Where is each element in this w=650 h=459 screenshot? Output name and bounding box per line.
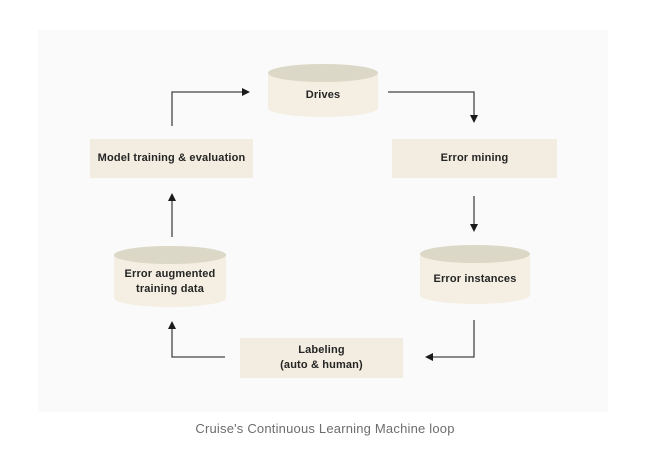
node-label: Error instances [434, 261, 517, 287]
node-label: Drives [306, 77, 341, 103]
node-error-mining: Error mining [392, 139, 557, 178]
node-label-line: training data [136, 283, 204, 295]
node-labeling: Labeling (auto & human) [240, 338, 403, 378]
diagram-caption: Cruise's Continuous Learning Machine loo… [195, 421, 455, 436]
node-label-line: Drives [305, 89, 341, 102]
node-label-line: (auto & human) [280, 359, 363, 371]
node-model-training-evaluation: Model training & evaluation [90, 139, 253, 178]
node-label-line: Error instances [433, 273, 517, 286]
node-label-line: Labeling [298, 343, 345, 356]
node-error-augmented-training-data: Error augmented training data [114, 246, 226, 307]
database-cylinder-icon [420, 245, 530, 304]
database-cylinder-icon [114, 246, 226, 307]
node-label-line: Error augmented [124, 267, 216, 280]
node-drives: Drives [268, 64, 378, 117]
node-label: Error mining [440, 151, 509, 164]
node-label: Labeling (auto & human) [280, 343, 363, 374]
node-label: Model training & evaluation [97, 151, 246, 164]
database-cylinder-icon [268, 64, 378, 117]
node-error-instances: Error instances [420, 245, 530, 304]
node-label: Error augmented training data [125, 256, 216, 298]
